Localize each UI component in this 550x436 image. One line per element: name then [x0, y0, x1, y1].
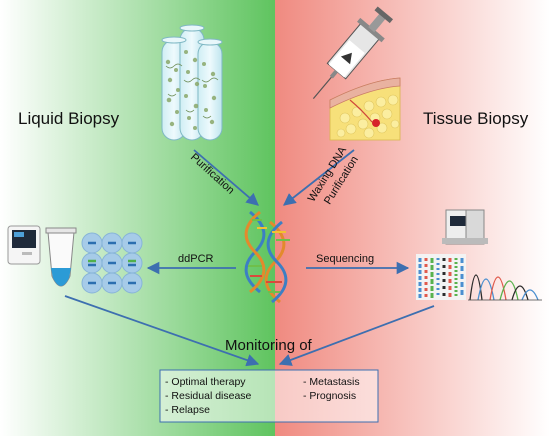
arrow-liquid-to-dna [193, 149, 259, 206]
liquid-biopsy-title: Liquid Biopsy [18, 109, 120, 128]
monitoring-item: - Prognosis [303, 390, 356, 402]
monitoring-item: - Relapse [165, 404, 210, 416]
droplet-grid [81, 232, 143, 294]
flow-arrows [64, 149, 435, 367]
monitoring-item: - Optimal therapy [165, 376, 246, 388]
arrow-ddpcr-to-monitoring [64, 295, 260, 367]
liquid-biopsy-background [0, 0, 275, 436]
monitoring-box [159, 369, 379, 423]
dna-helix-icon [244, 210, 290, 304]
monitoring-item: - Metastasis [303, 376, 360, 388]
blood-tubes-icon [161, 24, 223, 141]
tissue-biopsy-background [275, 0, 550, 436]
sequencing-bars [416, 254, 466, 300]
sequencer-machine-icon [442, 209, 488, 245]
ddpcr-label: ddPCR [178, 253, 214, 265]
monitoring-title: Monitoring of [225, 337, 313, 354]
syringe-tissue-icon [312, 6, 401, 141]
sequencing-label: Sequencing [316, 253, 374, 265]
tissue-biopsy-title: Tissue Biopsy [423, 109, 529, 128]
ddpcr-machine-icon [7, 225, 41, 265]
chromatogram-plot [468, 274, 542, 301]
arrow-tissue-to-dna [283, 149, 355, 206]
arrow-sequencing-to-monitoring [278, 305, 435, 366]
monitoring-item: - Residual disease [165, 390, 252, 402]
eppendorf-tube-icon [45, 227, 77, 287]
